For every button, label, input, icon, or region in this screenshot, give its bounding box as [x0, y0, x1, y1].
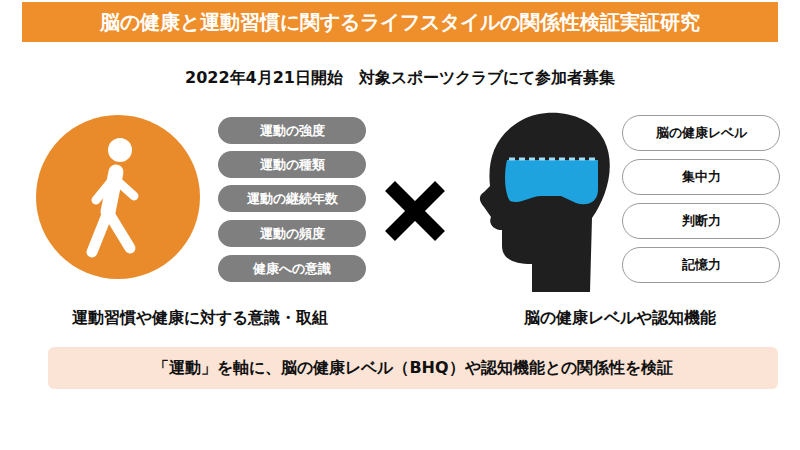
- metric-pill: 集中力: [622, 159, 780, 195]
- factor-pill: 運動の頻度: [218, 220, 366, 247]
- metric-pill: 脳の健康レベル: [622, 115, 780, 151]
- node-text: 運動の頻度: [260, 226, 325, 242]
- node-text: 集中力: [682, 169, 721, 185]
- node-text: 運動の種類: [260, 157, 325, 173]
- brain-shape: [505, 160, 598, 204]
- metric-pill: 記憶力: [622, 247, 780, 283]
- metric-pill: 判断力: [622, 203, 780, 239]
- times-symbol: [390, 186, 440, 236]
- summary-band: 「運動」を軸に、脳の健康レベル（BHQ）や認知機能との関係性を検証: [48, 347, 778, 389]
- walker-circle: [36, 115, 200, 279]
- brain-level-line: [509, 158, 596, 161]
- node-text: 判断力: [682, 213, 721, 229]
- factor-pill: 運動の種類: [218, 151, 366, 178]
- node-text: 脳の健康レベル: [656, 125, 747, 141]
- walker-icon: [92, 172, 134, 252]
- title: 脳の健康と運動習慣に関するライフスタイルの関係性検証実証研究: [22, 2, 778, 42]
- factor-pill: 運動の強度: [218, 117, 366, 144]
- caption: 脳の健康レベルや認知機能: [524, 308, 716, 329]
- node-text: 記憶力: [682, 257, 721, 273]
- subtitle: 2022年4月21日開始 対象スポーツクラブにて参加者募集: [185, 68, 615, 89]
- head-silhouette: [480, 113, 610, 292]
- walker-head: [108, 138, 132, 162]
- factor-pill: 健康への意識: [218, 255, 366, 282]
- node-text: 「運動」を軸に、脳の健康レベル（BHQ）や認知機能との関係性を検証: [153, 358, 672, 377]
- node-text: 運動の強度: [260, 123, 325, 139]
- node-text: 運動の継続年数: [247, 191, 338, 207]
- title-banner: [22, 2, 778, 42]
- caption: 運動習慣や健康に対する意識・取組: [72, 308, 328, 329]
- node-text: 健康への意識: [253, 261, 331, 277]
- factor-pill: 運動の継続年数: [218, 185, 366, 212]
